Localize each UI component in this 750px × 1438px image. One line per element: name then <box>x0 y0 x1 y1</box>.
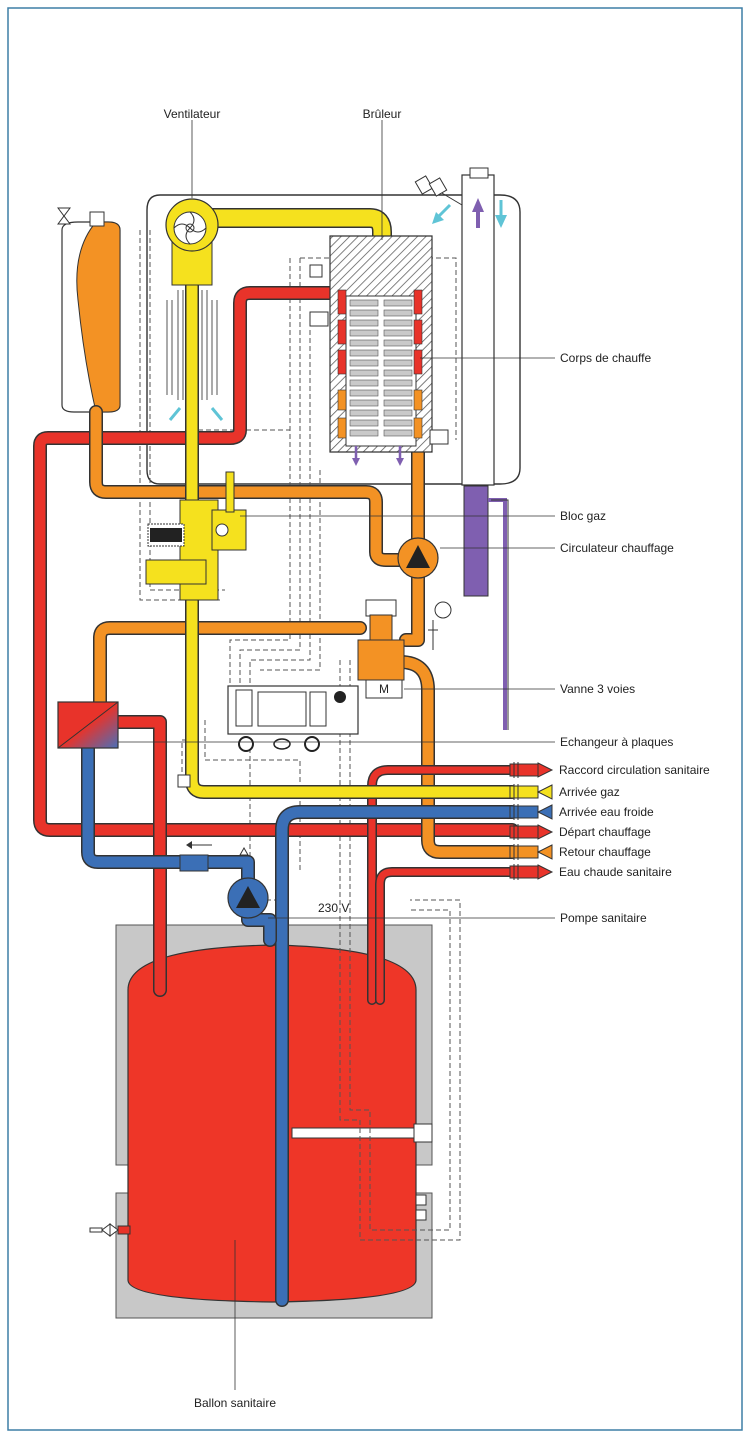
connection-arrow <box>509 784 553 800</box>
label-ballon: Ballon sanitaire <box>194 1396 276 1410</box>
drain-valve <box>89 1223 131 1237</box>
heating-return-pipe <box>89 283 519 859</box>
connection-arrow <box>509 844 553 860</box>
connection-arrow <box>509 762 554 778</box>
frame-border <box>7 7 743 1431</box>
connection-arrow <box>509 804 553 820</box>
connection-label: Arrivée gaz <box>559 785 620 799</box>
connection-arrow <box>509 864 554 880</box>
label-corps: Corps de chauffe <box>560 351 651 365</box>
leader-lines <box>118 120 555 1390</box>
label-vanne: Vanne 3 voies <box>560 682 635 696</box>
motor-label: M <box>379 682 389 696</box>
connection-label: Départ chauffage <box>559 825 651 839</box>
flue-column <box>414 167 507 486</box>
three-way-valve: M <box>357 599 452 699</box>
tank-sensor-cap <box>413 1123 433 1143</box>
connection-arrows <box>509 762 554 880</box>
label-ventilateur: Ventilateur <box>164 107 221 121</box>
fan <box>165 198 224 421</box>
heating-flow-pipe <box>33 286 519 837</box>
sensors <box>177 264 449 1221</box>
expansion-vessel <box>57 207 121 413</box>
connection-label: Retour chauffage <box>559 845 651 859</box>
heat-exchanger-body <box>329 235 433 466</box>
condensate-pipe <box>463 485 509 730</box>
label-bruleur: Brûleur <box>363 107 402 121</box>
label-pompe: Pompe sanitaire <box>560 911 647 925</box>
gas-valve <box>145 471 247 601</box>
plate-heat-exchanger <box>57 701 119 749</box>
label-echangeur: Echangeur à plaques <box>560 735 673 749</box>
label-circulateur: Circulateur chauffage <box>560 541 674 555</box>
voltage-label: 230 V <box>318 901 349 915</box>
tank-body <box>127 944 417 1303</box>
connection-label: Eau chaude sanitaire <box>559 865 672 879</box>
connection-label: Raccord circulation sanitaire <box>559 763 710 777</box>
dhw-pump <box>179 841 269 919</box>
label-bloc-gaz: Bloc gaz <box>560 509 606 523</box>
tank-sensor-rod <box>291 1127 417 1139</box>
connection-arrow <box>509 824 554 840</box>
heating-pump <box>397 537 439 579</box>
control-panel <box>227 685 359 752</box>
connection-label: Arrivée eau froide <box>559 805 654 819</box>
